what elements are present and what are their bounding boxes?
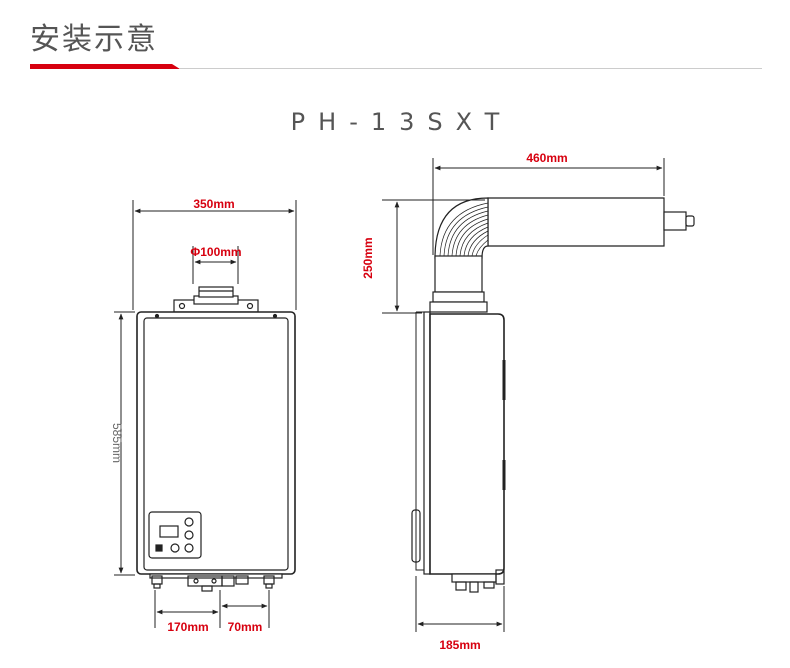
flue-diameter-label: Φ100mm [190,245,241,259]
pipe-fitting-side [469,581,479,593]
flue-terminal-cap [685,215,695,227]
depth-label: 185mm [439,638,480,652]
section-title: 安装示意 [30,22,158,57]
flue-collar-side [432,291,485,303]
flue-horizontal-label: 460mm [526,151,567,165]
power-indicator [155,544,163,552]
flue-elbow [434,197,489,259]
pipe-fitting-side [455,581,467,591]
bracket-hole [178,302,186,310]
elbow-corrugation [439,202,489,257]
control-knob [170,543,180,553]
gas-inlet [201,585,213,592]
horizontal-flue-pipe [487,197,665,247]
bracket-foot [495,569,505,585]
flue-terminal [663,211,687,231]
header-rule-accent [30,64,180,69]
pipe-spacing-a-label: 170mm [167,620,208,634]
vertical-flue-pipe [434,255,483,293]
pipe-fitting [265,583,273,589]
valve-screw [211,578,217,584]
display-screen [159,525,179,538]
header-rule-line [180,68,762,69]
control-knob [184,543,194,553]
bracket-hole [246,302,254,310]
heater-body-side [429,313,505,575]
front-dimensions [114,200,297,628]
flue-outlet [198,286,234,298]
pipe-spacing-b-label: 70mm [228,620,263,634]
side-view [411,197,695,593]
pipe-fitting [221,575,235,587]
screw [154,313,160,319]
flue-base-side [429,301,488,313]
side-cover [411,509,421,563]
mounting-plate [415,311,430,571]
wall-bracket-side [423,311,431,575]
pipe-fitting [235,575,249,585]
pipe-fitting-side [483,581,495,589]
control-knob [184,530,194,540]
front-view [136,286,296,592]
pipe-fitting [153,583,161,589]
flue-vertical-label: 250mm [361,237,375,278]
valve-screw [193,578,199,584]
model-name: PH-13SXT [290,108,513,136]
section-header: 安装示意 [0,0,790,80]
front-panel [143,317,289,571]
header-rule [30,64,762,70]
control-knob [184,517,194,527]
height-label: 585mm [110,423,124,463]
bottom-fittings-side [451,573,497,583]
screw [272,313,278,319]
width-label: 350mm [193,197,234,211]
side-dimensions [382,158,665,632]
